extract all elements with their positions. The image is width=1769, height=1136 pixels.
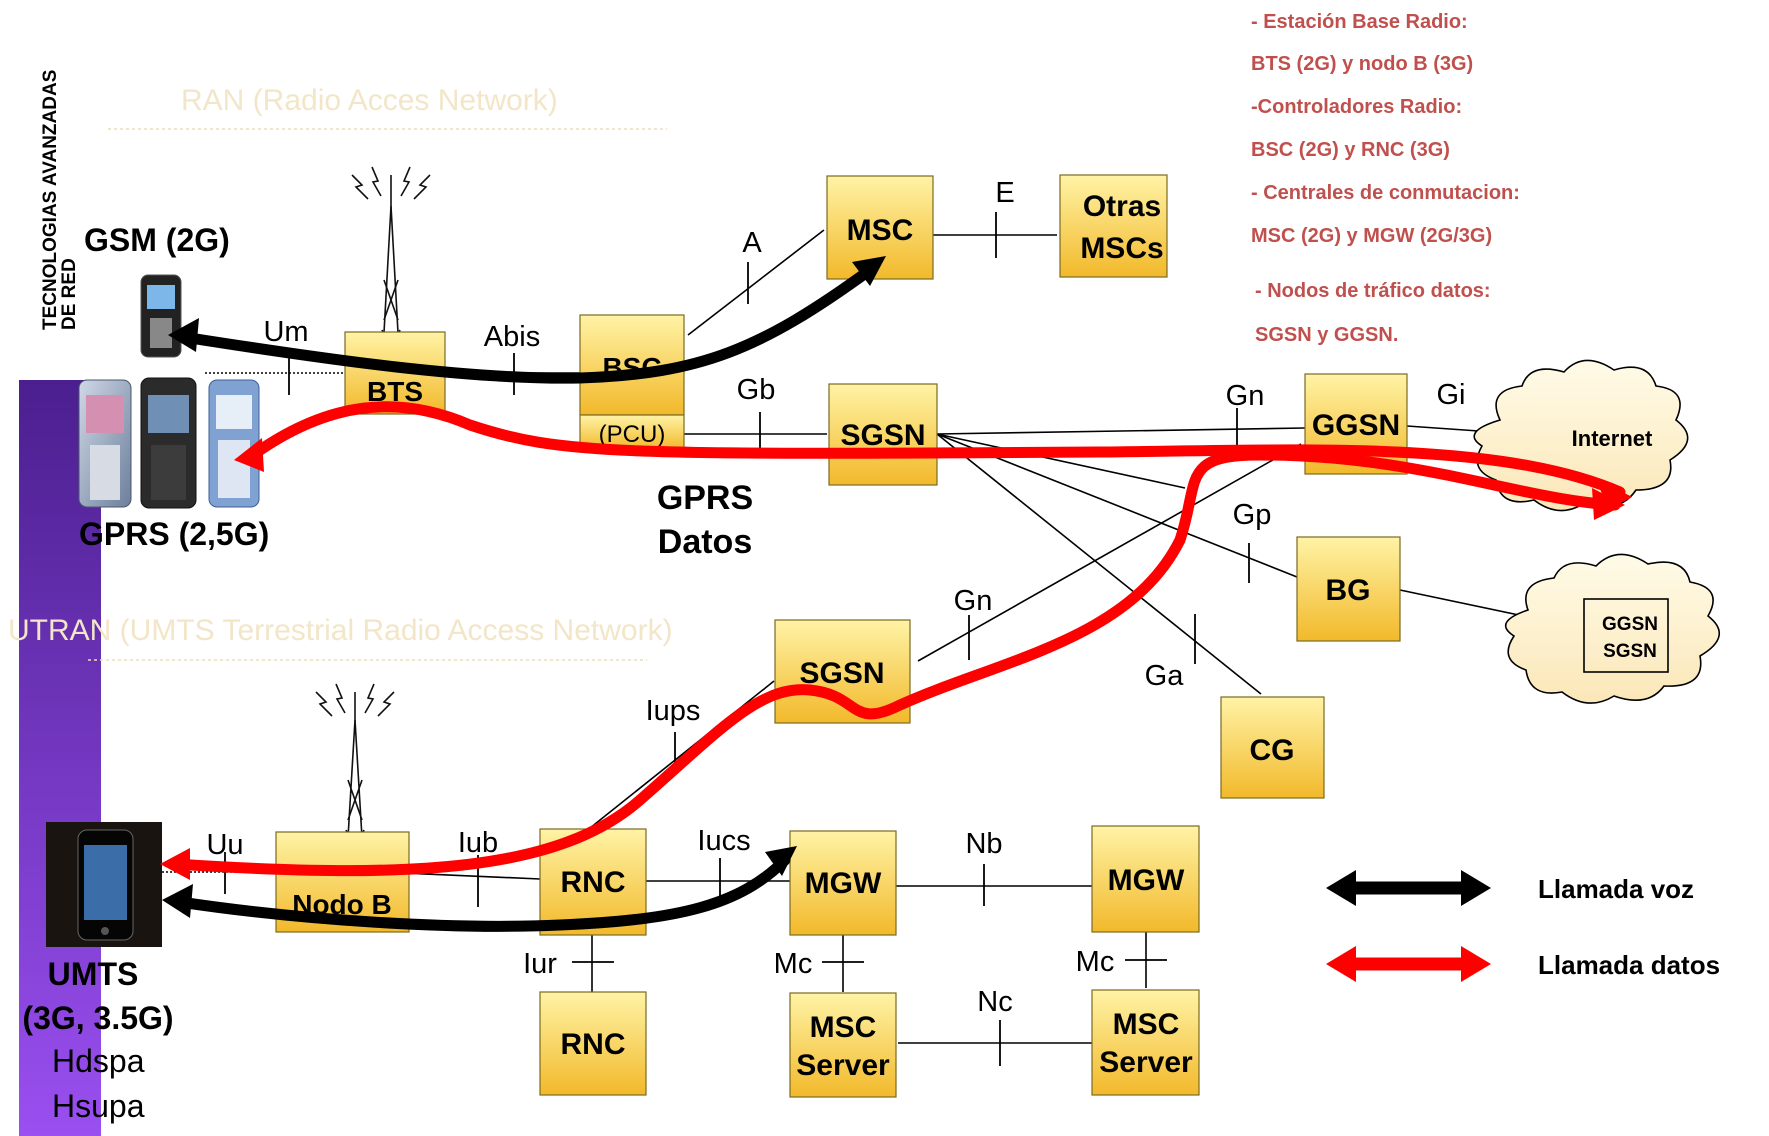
mgw2-label: MGW — [1108, 864, 1185, 897]
iface-gn-top: Gn — [1226, 380, 1265, 412]
otras-mscs-line1: Otras — [1083, 190, 1161, 223]
note-line: - Centrales de conmutacion: — [1251, 182, 1520, 204]
voice-call-path-2g — [184, 264, 876, 384]
iface-mc1: Mc — [774, 948, 813, 980]
bsc-node: BSC (PCU) — [579, 314, 685, 450]
side-title-line1: TECNOLOGIAS AVANZADAS — [40, 70, 61, 330]
iface-iucs: Iucs — [697, 825, 750, 857]
gprs-datos-line2: Datos — [658, 523, 752, 561]
note-line: BSC (2G) y RNC (3G) — [1251, 139, 1450, 161]
rnc2-label: RNC — [561, 1028, 626, 1061]
iface-gi: Gi — [1437, 379, 1466, 411]
other-net-line2: SGSN — [1603, 641, 1657, 662]
other-network-cloud: GGSN SGSN — [1504, 553, 1720, 704]
mgw-node: MGW — [789, 830, 897, 936]
side-title-line2: DE RED — [59, 258, 80, 330]
bg-node: BG — [1296, 536, 1401, 642]
legend-voice-label: Llamada voz — [1538, 874, 1694, 904]
msc-server-node: MSC Server — [789, 992, 897, 1098]
legend-voice-arrow-icon — [1326, 870, 1491, 906]
data-call-path-3g — [169, 449, 1621, 877]
iface-abis: Abis — [484, 321, 540, 353]
ran-section-label: RAN (Radio Acces Network) — [181, 84, 558, 117]
mgw-label: MGW — [805, 867, 882, 900]
links — [162, 229, 1529, 1044]
note-line: SGSN y GGSN. — [1255, 324, 1398, 346]
otras-mscs-node: Otras MSCs — [1059, 174, 1168, 278]
cg-node: CG — [1220, 696, 1325, 799]
gsm-phone-icon — [140, 274, 182, 358]
other-net-line1: GGSN — [1602, 614, 1658, 635]
ggsn-label: GGSN — [1312, 409, 1400, 442]
voice-arrowhead — [168, 318, 199, 352]
iface-ga: Ga — [1145, 660, 1185, 692]
notes-panel: - Estación Base Radio: BTS (2G) y nodo B… — [1251, 11, 1520, 346]
note-line: -Controladores Radio: — [1251, 96, 1462, 118]
iface-iub: Iub — [458, 827, 498, 859]
umts-gen-label: (3G, 3.5G) — [22, 1000, 173, 1036]
cg-label: CG — [1250, 734, 1295, 767]
legend-data-label: Llamada datos — [1538, 950, 1720, 980]
data-arrowhead — [234, 438, 264, 472]
gsm-label: GSM (2G) — [84, 222, 230, 258]
iface-uu: Uu — [206, 829, 243, 861]
iface-iur: Iur — [523, 948, 557, 980]
hdspa-label: Hdspa — [52, 1043, 145, 1079]
iface-gn-mid: Gn — [954, 585, 993, 617]
iface-gb: Gb — [737, 374, 776, 406]
iface-mc2: Mc — [1076, 946, 1115, 978]
msc-server2-line2: Server — [1099, 1046, 1193, 1079]
voice-arrowhead — [765, 846, 797, 876]
note-line: BTS (2G) y nodo B (3G) — [1251, 53, 1473, 75]
otras-mscs-line2: MSCs — [1080, 232, 1163, 265]
iface-a: A — [742, 227, 762, 259]
msc-server2-line1: MSC — [1113, 1008, 1180, 1041]
msc-label: MSC — [847, 214, 914, 247]
iface-um: Um — [263, 316, 308, 348]
iface-nc: Nc — [977, 986, 1012, 1018]
legend-data-arrow-icon — [1326, 946, 1491, 982]
utran-section-label: UTRAN (UMTS Terrestrial Radio Access Net… — [8, 614, 673, 647]
rnc2-node: RNC — [539, 991, 647, 1096]
mgw2-node: MGW — [1091, 825, 1200, 933]
iface-e: E — [995, 177, 1014, 209]
sgsn-3g-label: SGSN — [799, 657, 884, 690]
voice-call-path-3g — [174, 854, 791, 932]
voice-arrowhead — [162, 884, 193, 918]
pcu-label: (PCU) — [599, 421, 666, 448]
note-line: MSC (2G) y MGW (2G/3G) — [1251, 225, 1492, 247]
internet-label: Internet — [1572, 426, 1653, 451]
gprs-phones-icon — [78, 377, 260, 509]
msc-server-line2: Server — [796, 1049, 890, 1082]
gprs-label: GPRS (2,5G) — [79, 516, 269, 552]
umts-label: UMTS — [48, 956, 139, 992]
legend: Llamada voz Llamada datos — [1326, 870, 1720, 982]
rnc-label: RNC — [561, 866, 626, 899]
iface-nb: Nb — [965, 828, 1002, 860]
umts-phone-icon — [46, 822, 162, 947]
note-line: - Nodos de tráfico datos: — [1255, 280, 1491, 302]
bg-label: BG — [1326, 574, 1371, 607]
voice-arrowhead — [852, 256, 886, 286]
msc-server2-node: MSC Server — [1091, 989, 1200, 1096]
hsupa-label: Hsupa — [52, 1088, 145, 1124]
note-line: - Estación Base Radio: — [1251, 11, 1468, 33]
sgsn-2g-node: SGSN — [828, 383, 938, 486]
sgsn-2g-label: SGSN — [840, 419, 925, 452]
gprs-datos-line1: GPRS — [657, 479, 753, 517]
data-arrowhead — [160, 848, 190, 880]
interface-labels: Um Abis A E Gb Gn Gi Gp Gn Ga Iups Uu Iu… — [206, 177, 1465, 1018]
iface-iups: Iups — [646, 695, 701, 727]
data-arrowhead — [1592, 488, 1625, 520]
side-title: TECNOLOGIAS AVANZADAS DE RED — [40, 70, 80, 330]
msc-server-line1: MSC — [810, 1011, 877, 1044]
data-call-path-2g — [247, 401, 1626, 498]
iface-gp: Gp — [1233, 499, 1272, 531]
